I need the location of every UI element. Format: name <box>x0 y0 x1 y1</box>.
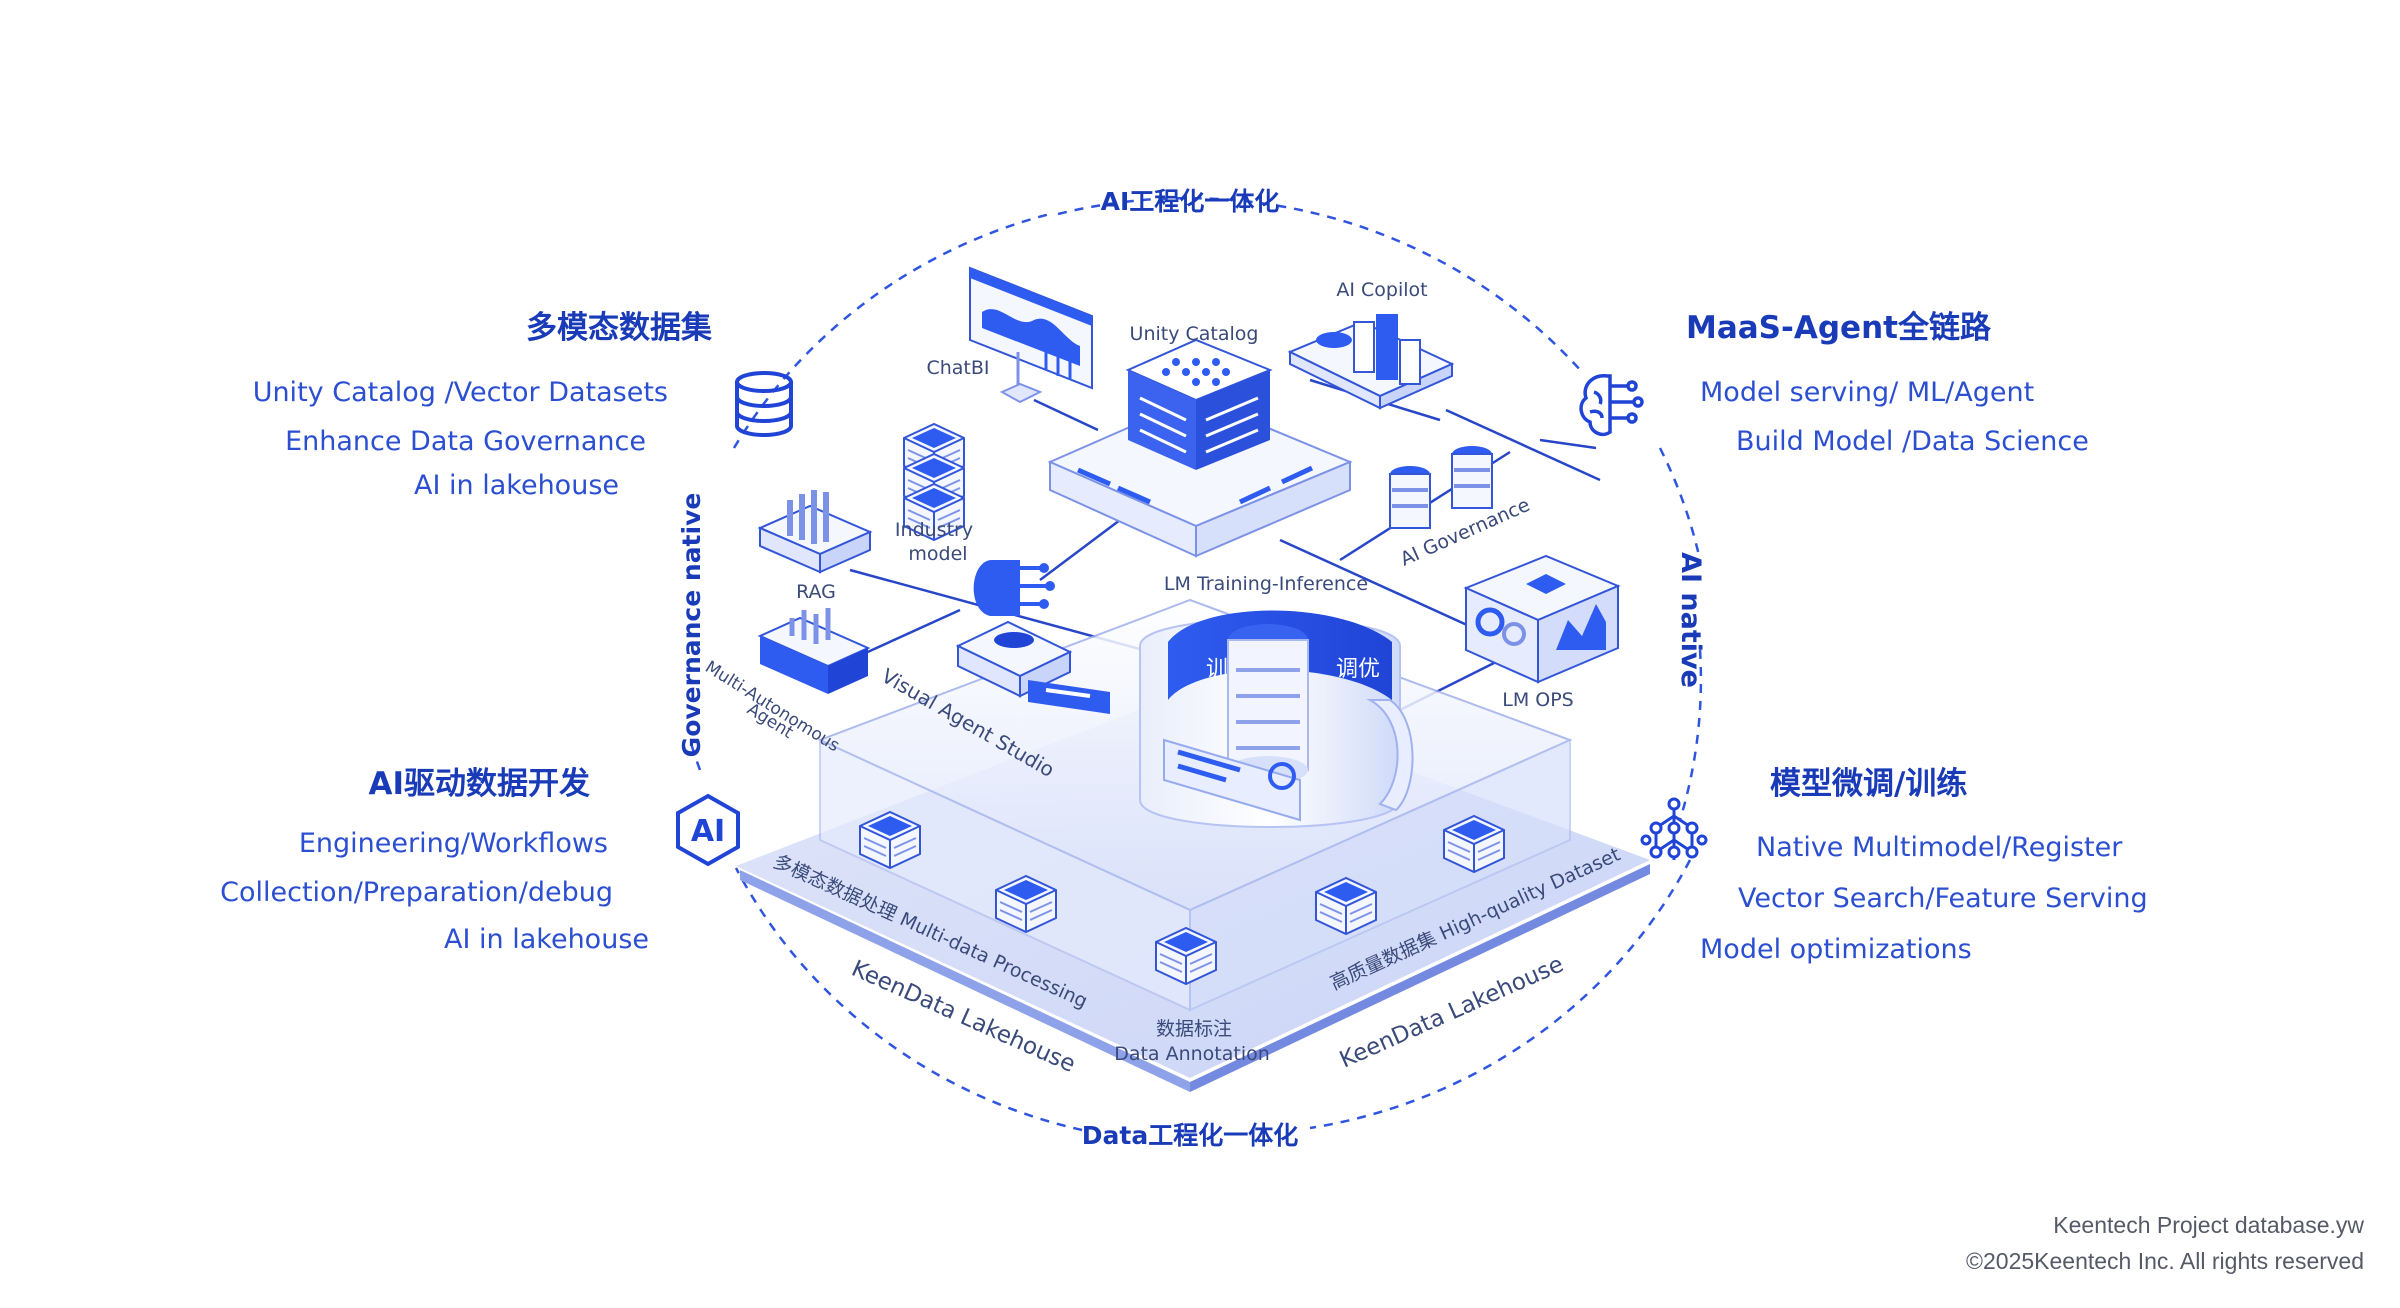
brain-circuit-icon <box>1579 374 1644 437</box>
database-icon <box>735 371 793 437</box>
section-item: Collection/Preparation/debug <box>220 877 613 908</box>
drum-label-tune: 调优 <box>1336 657 1380 682</box>
section-maas: MaaS-Agent全链路 Model serving/ ML/Agent Bu… <box>1579 310 2089 457</box>
section-item: AI in lakehouse <box>444 924 649 955</box>
node-label: LM OPS <box>1502 689 1574 711</box>
label-lm-training: LM Training-Inference <box>1164 573 1368 595</box>
label-annotation-cn: 数据标注 <box>1156 1018 1232 1040</box>
section-item: Enhance Data Governance <box>285 426 646 457</box>
svg-text:AI: AI <box>691 814 725 849</box>
node-label: RAG <box>796 581 836 603</box>
ring-bottom-title: Data工程化一体化 <box>1082 1121 1298 1150</box>
ring-left-vertical: Governance native <box>677 493 706 758</box>
section-item: AI in lakehouse <box>414 470 619 501</box>
ai-hexagon-icon: AI <box>676 793 740 867</box>
dashboard-panel-icon <box>1163 738 1301 822</box>
node-label: ChatBI <box>926 357 989 379</box>
cylinder-stack-icon <box>1227 624 1309 784</box>
node-label: AI Copilot <box>1336 279 1427 301</box>
neural-network-icon <box>1640 797 1708 860</box>
unity-catalog-node: Unity Catalog <box>1047 323 1353 558</box>
ai-copilot-node: AI Copilot <box>1287 279 1455 410</box>
section-ai-dev: AI驱动数据开发 Engineering/Workflows Collectio… <box>220 766 740 955</box>
ai-governance-node: AI Governance <box>1389 446 1533 571</box>
section-item: Build Model /Data Science <box>1736 426 2089 457</box>
ring-top-title: AI工程化一体化 <box>1101 187 1280 216</box>
cylinder-icon <box>1389 466 1431 529</box>
lm-ops-node: LM OPS <box>1463 554 1621 711</box>
section-item: Unity Catalog /Vector Datasets <box>253 377 668 408</box>
section-item: Native Multimodel/Register <box>1756 832 2123 863</box>
section-finetune: 模型微调/训练 Native Multimodel/Register Vecto… <box>1640 766 2148 965</box>
section-title: 多模态数据集 <box>526 310 712 346</box>
section-multimodal: 多模态数据集 Unity Catalog /Vector Datasets En… <box>253 310 793 501</box>
section-title: AI驱动数据开发 <box>368 766 590 802</box>
node-label: Industry <box>895 519 973 541</box>
section-item: Vector Search/Feature Serving <box>1738 883 2148 914</box>
label-annotation-en: Data Annotation <box>1114 1043 1270 1065</box>
ring-right-vertical: AI native <box>1675 552 1706 688</box>
node-label: Unity Catalog <box>1130 323 1259 345</box>
section-item: Model serving/ ML/Agent <box>1700 377 2034 408</box>
section-title: 模型微调/训练 <box>1770 766 1967 802</box>
chatbi-node: ChatBI <box>926 266 1093 404</box>
section-item: Model optimizations <box>1700 934 1972 965</box>
industry-model-node: Industry model <box>895 423 973 565</box>
outer-dashed-ring <box>688 196 1703 1132</box>
training-drum: 训练 调优 <box>1139 610 1414 828</box>
rag-node: RAG <box>757 490 873 603</box>
footer-line-1: Keentech Project database.yw <box>2053 1212 2364 1238</box>
section-title: MaaS-Agent全链路 <box>1686 310 1992 346</box>
node-label: model <box>908 543 967 565</box>
section-item: Engineering/Workflows <box>299 828 608 859</box>
cylinder-icon <box>1451 446 1493 509</box>
footer-line-2: ©2025Keentech Inc. All rights reserved <box>1966 1248 2364 1274</box>
